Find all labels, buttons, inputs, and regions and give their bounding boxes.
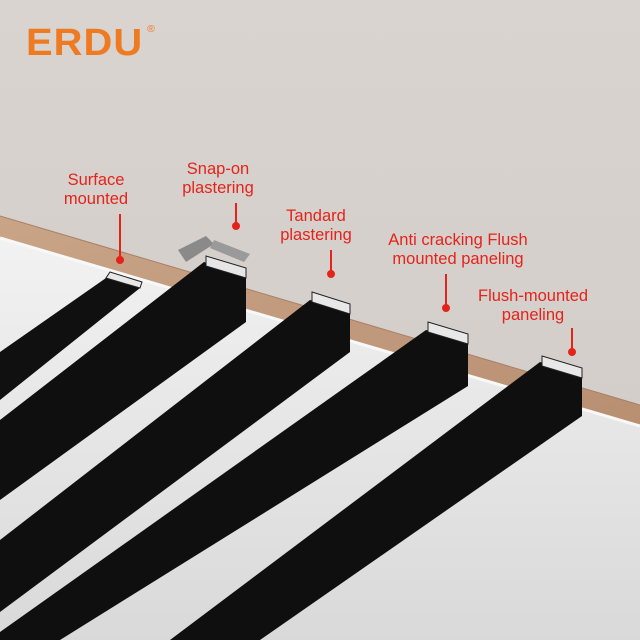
label-surface-mounted: Surface mounted [52,171,140,209]
label-line-1: Tandard [286,207,346,225]
label-standard-plastering: Tandard plastering [268,207,364,245]
label-line-2: mounted paneling [392,250,524,268]
brand-name: ERDU [26,22,144,64]
label-line-1: Flush-mounted [478,287,589,305]
label-snap-on-plastering: Snap-on plastering [172,160,264,198]
label-line-1: Anti cracking Flush [388,231,528,249]
label-line-2: plastering [280,226,352,244]
label-anti-cracking: Anti cracking Flush mounted paneling [372,231,544,269]
rail-standard [0,291,351,612]
label-flush-mounted: Flush-mounted paneling [478,287,588,325]
label-line-2: mounted [63,190,129,208]
label-line-2: paneling [501,306,565,324]
leader-lines [116,203,576,356]
brand-logo: ERDU ® [26,22,155,65]
rail-anti-cracking [0,321,469,640]
label-line-1: Surface [67,171,125,189]
registered-mark: ® [147,24,156,35]
label-line-1: Snap-on [186,160,250,178]
label-line-2: plastering [182,179,254,197]
rail-snap-on [0,236,250,500]
rail-flush [170,355,583,640]
rail-surface [0,271,143,400]
